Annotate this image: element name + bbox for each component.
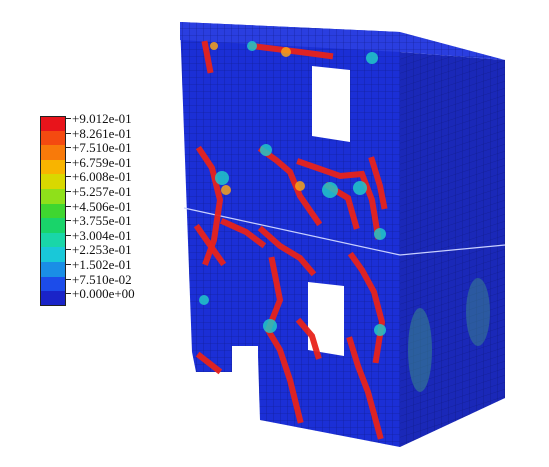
right-face-damage-zone <box>466 278 490 346</box>
legend-label: +4.506e-01 <box>72 198 132 214</box>
legend-label: +0.000e+00 <box>72 286 135 302</box>
legend-label: +7.510e-02 <box>72 271 132 287</box>
damage-crack-band <box>193 223 227 267</box>
damage-spot <box>210 42 218 50</box>
damage-spot <box>374 228 386 240</box>
damage-spot <box>215 171 229 185</box>
legend-label: +6.008e-01 <box>72 169 132 185</box>
damage-spot <box>260 144 272 156</box>
damage-spot <box>322 182 338 198</box>
legend-swatch <box>40 291 66 306</box>
right-face-damage-zone <box>408 308 432 392</box>
legend-tick <box>66 234 71 236</box>
legend-tick <box>66 176 71 178</box>
legend-tick <box>66 249 71 251</box>
damage-spot <box>374 324 386 336</box>
damage-spot <box>353 181 367 195</box>
damage-spot <box>281 47 291 57</box>
legend-swatch <box>40 218 66 233</box>
legend-swatch <box>40 116 66 131</box>
damage-crack-band <box>368 156 388 210</box>
damage-spot <box>263 319 277 333</box>
damage-crack-band <box>248 42 334 60</box>
legend-tick <box>66 278 71 280</box>
legend-label: +8.261e-01 <box>72 125 132 141</box>
legend-tick <box>66 293 71 295</box>
legend-swatch <box>40 247 66 262</box>
top-slab-mesh <box>180 22 505 60</box>
legend-swatch <box>40 130 66 146</box>
damage-crack-band <box>295 317 322 360</box>
legend-tick <box>66 147 71 149</box>
damage-spot <box>221 185 231 195</box>
legend-label: +2.253e-01 <box>72 242 132 258</box>
legend-label: +1.502e-01 <box>72 257 132 272</box>
damage-crack-band <box>264 256 304 424</box>
legend-label: +6.759e-01 <box>72 154 132 170</box>
legend-swatch <box>40 276 66 292</box>
damage-crack-band <box>201 40 214 74</box>
legend-label: +3.004e-01 <box>72 227 132 243</box>
legend-swatch <box>40 174 66 189</box>
damage-spot <box>199 295 209 305</box>
damage-crack-band <box>195 351 223 375</box>
legend-tick <box>66 191 71 192</box>
legend-tick <box>66 264 71 265</box>
legend-tick <box>66 220 71 222</box>
damage-crack-band <box>257 145 323 227</box>
legend-tick <box>66 205 71 207</box>
legend-label: +5.257e-01 <box>72 184 132 199</box>
legend-swatch <box>40 189 66 204</box>
damage-spot <box>247 41 257 51</box>
damage-spot <box>295 181 305 191</box>
legend-swatch <box>40 203 66 219</box>
legend-swatch <box>40 159 66 175</box>
damage-crack-band <box>346 336 384 440</box>
floor-joint-line-right <box>399 244 506 256</box>
legend-swatch <box>40 262 66 277</box>
damage-crack-band <box>296 158 382 240</box>
legend-swatch <box>40 145 66 160</box>
window-opening-upper <box>312 66 350 142</box>
legend-label: +9.012e-01 <box>72 111 132 126</box>
legend-tick <box>66 132 71 134</box>
legend-label: +7.510e-01 <box>72 140 132 156</box>
legend-tick <box>66 118 71 119</box>
damage-crack-band <box>257 225 317 277</box>
legend-tick <box>66 161 71 163</box>
contour-legend: +9.012e-01+8.261e-01+7.510e-01+6.759e-01… <box>40 112 190 316</box>
legend-swatch <box>40 232 66 248</box>
damage-spot <box>366 52 378 64</box>
door-opening <box>232 346 258 356</box>
window-opening-lower <box>308 282 344 356</box>
legend-label: +3.755e-01 <box>72 213 132 229</box>
damage-crack-band <box>220 218 267 249</box>
